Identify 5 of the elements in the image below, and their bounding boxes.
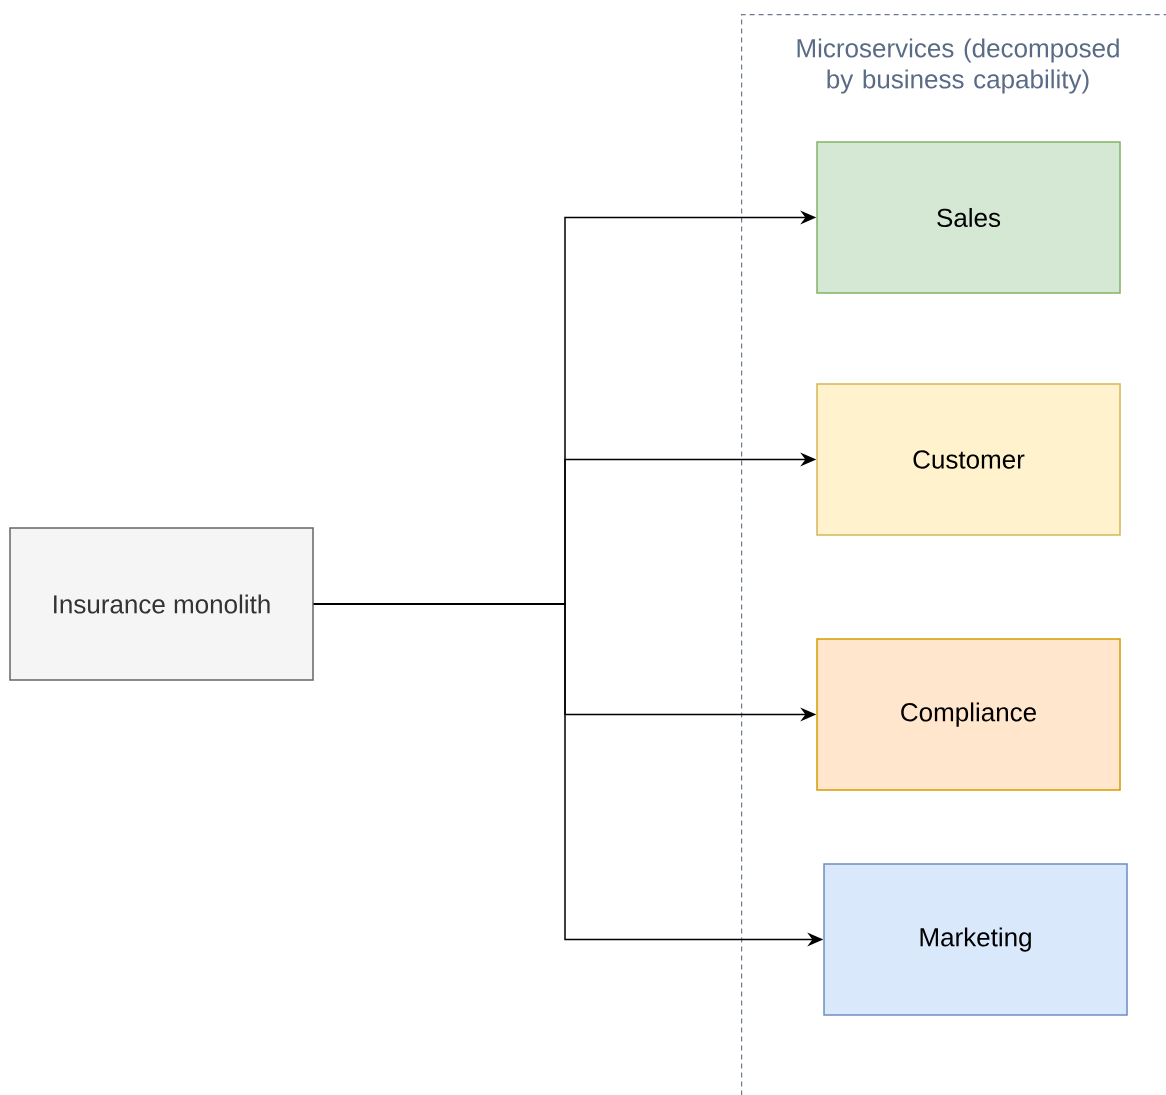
monolith-box: Insurance monolith bbox=[9, 527, 314, 681]
service-box: Sales bbox=[816, 141, 1121, 294]
service-box: Customer bbox=[816, 383, 1121, 536]
service-box: Compliance bbox=[816, 638, 1121, 791]
service-box: Marketing bbox=[823, 863, 1128, 1016]
